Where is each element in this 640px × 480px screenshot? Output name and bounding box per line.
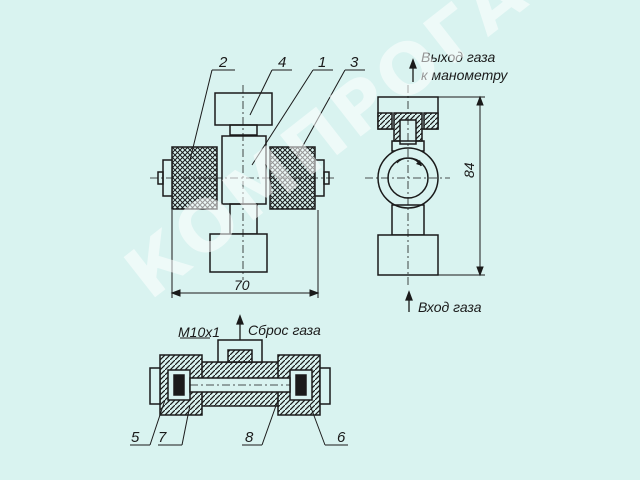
gas-outlet-label: Выход газа (421, 49, 496, 65)
callout-2: 2 (219, 54, 228, 71)
callout-5: 5 (131, 429, 140, 446)
to-manometer-label: к манометру (421, 67, 508, 83)
gas-inlet-label: Вход газа (418, 299, 482, 315)
gas-release-label: Сброс газа (248, 322, 321, 338)
dimension-width: 70 (234, 277, 250, 293)
callout-1: 1 (318, 54, 327, 71)
callout-7: 7 (158, 429, 167, 446)
callout-4: 4 (278, 54, 287, 71)
callout-3: 3 (350, 54, 359, 71)
section-view (130, 314, 348, 446)
thread-label: M10x1 (178, 324, 221, 340)
callout-6: 6 (337, 429, 346, 446)
side-view (365, 58, 485, 312)
front-view (150, 69, 365, 298)
dimension-height: 84 (461, 162, 477, 178)
callout-8: 8 (245, 429, 254, 446)
